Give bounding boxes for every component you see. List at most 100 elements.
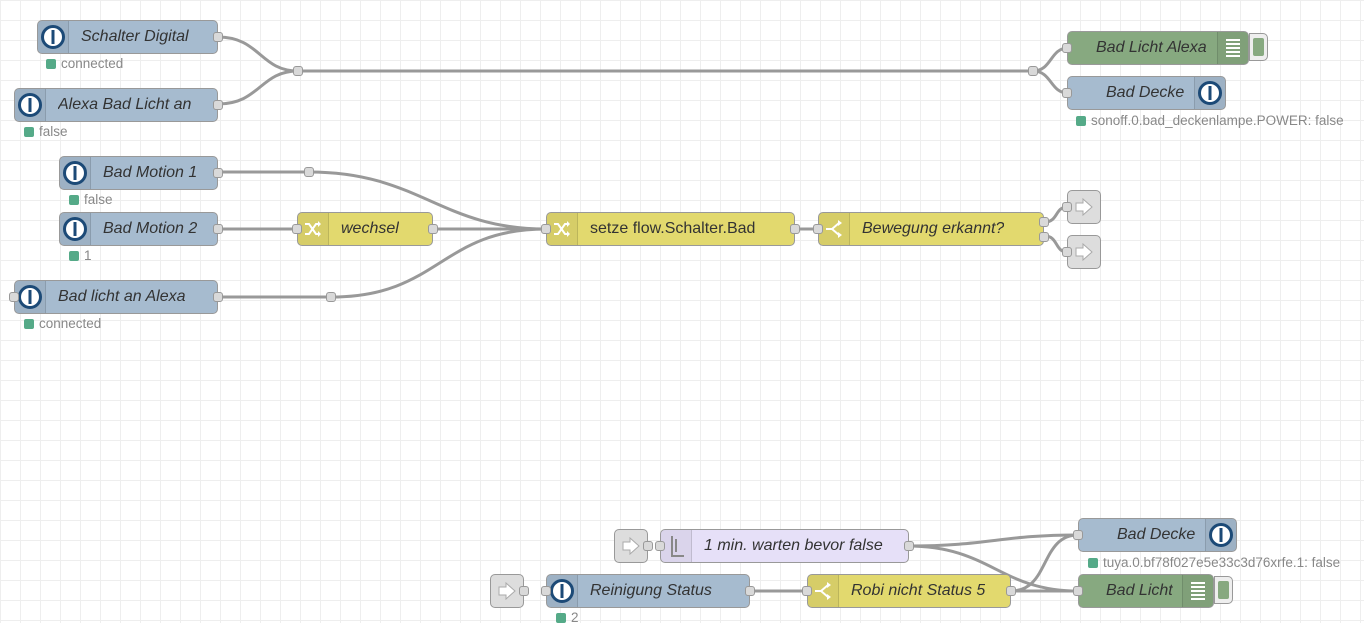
output-port[interactable] bbox=[213, 32, 223, 42]
output-port[interactable] bbox=[1039, 217, 1049, 227]
node-link-in[interactable] bbox=[490, 574, 529, 608]
node-reinigung-status[interactable]: Reinigung Status bbox=[541, 574, 755, 608]
status-dot bbox=[46, 59, 56, 69]
node-label: Bewegung erkannt? bbox=[862, 220, 1005, 237]
node-bad-licht-an-alexa[interactable]: Bad licht an Alexa bbox=[9, 280, 223, 314]
output-port[interactable] bbox=[904, 541, 914, 551]
node-robi-nicht-status-5[interactable]: Robi nicht Status 5 bbox=[802, 574, 1016, 608]
iobroker-icon bbox=[15, 89, 46, 121]
node-link-out[interactable] bbox=[1062, 190, 1101, 224]
node-status: connected bbox=[24, 316, 101, 331]
status-dot bbox=[69, 251, 79, 261]
delay-icon bbox=[661, 530, 692, 562]
node-bad-motion-1[interactable]: Bad Motion 1 bbox=[59, 156, 223, 190]
node-setze-flow-schalter-bad[interactable]: setze flow.Schalter.Bad bbox=[541, 212, 800, 246]
node-status: connected bbox=[46, 56, 123, 71]
node-bad-decke-top[interactable]: Bad Decke bbox=[1062, 76, 1226, 110]
wire bbox=[907, 544, 1079, 593]
output-port[interactable] bbox=[428, 224, 438, 234]
status-dot bbox=[1076, 116, 1086, 126]
input-port[interactable] bbox=[1062, 88, 1072, 98]
node-bad-licht-alexa[interactable]: Bad Licht Alexa bbox=[1062, 31, 1249, 65]
node-label: wechsel bbox=[341, 220, 399, 237]
iobroker-icon bbox=[60, 157, 91, 189]
node-bad-licht[interactable]: Bad Licht bbox=[1073, 574, 1214, 608]
node-label: Bad Licht Alexa bbox=[1096, 39, 1207, 56]
iobroker-icon bbox=[1205, 519, 1236, 551]
iobroker-icon bbox=[60, 213, 91, 245]
node-status: 2 bbox=[556, 610, 579, 625]
junction[interactable] bbox=[1028, 66, 1038, 76]
output-port[interactable] bbox=[213, 224, 223, 234]
node-label: Bad Motion 1 bbox=[103, 164, 198, 181]
wire bbox=[217, 69, 299, 106]
input-port[interactable] bbox=[813, 224, 823, 234]
status-dot bbox=[24, 319, 34, 329]
input-port[interactable] bbox=[1073, 586, 1083, 596]
output-port[interactable] bbox=[519, 586, 529, 596]
input-port[interactable] bbox=[1073, 530, 1083, 540]
junction[interactable] bbox=[293, 66, 303, 76]
change-icon bbox=[298, 213, 329, 245]
node-alexa-bad-licht-an[interactable]: Alexa Bad Licht an bbox=[14, 88, 223, 122]
junction[interactable] bbox=[304, 167, 314, 177]
node-wechsel[interactable]: wechsel bbox=[292, 212, 438, 246]
input-port[interactable] bbox=[9, 292, 19, 302]
node-status: false bbox=[24, 124, 68, 139]
link-in-icon bbox=[491, 575, 523, 607]
node-status: false bbox=[69, 192, 113, 207]
input-port[interactable] bbox=[655, 541, 665, 551]
output-port[interactable] bbox=[213, 292, 223, 302]
output-port[interactable] bbox=[790, 224, 800, 234]
input-port[interactable] bbox=[1062, 43, 1072, 53]
output-port[interactable] bbox=[213, 100, 223, 110]
switch-icon bbox=[819, 213, 850, 245]
node-label: Bad Licht bbox=[1106, 582, 1173, 599]
link-out-icon bbox=[1068, 191, 1100, 223]
node-delay-warten[interactable]: 1 min. warten bevor false bbox=[655, 529, 914, 563]
node-schalter-digital[interactable]: Schalter Digital bbox=[37, 20, 223, 54]
output-port[interactable] bbox=[1006, 586, 1016, 596]
debug-toggle-button[interactable] bbox=[1214, 576, 1233, 604]
wire bbox=[330, 227, 547, 299]
node-label: Bad Decke bbox=[1117, 526, 1196, 543]
node-label: setze flow.Schalter.Bad bbox=[590, 220, 756, 237]
debug-toggle-button[interactable] bbox=[1249, 33, 1268, 61]
node-bad-decke-bottom[interactable]: Bad Decke bbox=[1073, 518, 1237, 552]
wire bbox=[1010, 533, 1079, 593]
input-port[interactable] bbox=[802, 586, 812, 596]
status-dot bbox=[556, 613, 566, 623]
node-status: tuya.0.bf78f027e5e33c3d76xrfe.1: false bbox=[1088, 555, 1340, 570]
switch-icon bbox=[808, 575, 839, 607]
node-label: Bad Decke bbox=[1106, 84, 1185, 101]
input-port[interactable] bbox=[541, 586, 551, 596]
output-port[interactable] bbox=[745, 586, 755, 596]
input-port[interactable] bbox=[292, 224, 302, 234]
node-link-out[interactable] bbox=[1062, 235, 1101, 269]
debug-icon bbox=[1182, 575, 1213, 607]
node-label: Bad licht an Alexa bbox=[58, 288, 186, 305]
node-bewegung-erkannt[interactable]: Bewegung erkannt? bbox=[813, 212, 1049, 246]
node-label: Alexa Bad Licht an bbox=[58, 96, 192, 113]
iobroker-icon bbox=[15, 281, 46, 313]
output-port[interactable] bbox=[213, 168, 223, 178]
node-link-in[interactable] bbox=[614, 529, 653, 563]
debug-icon bbox=[1217, 32, 1248, 64]
iobroker-icon bbox=[38, 21, 69, 53]
iobroker-icon bbox=[547, 575, 578, 607]
output-port[interactable] bbox=[1039, 232, 1049, 242]
input-port[interactable] bbox=[541, 224, 551, 234]
input-port[interactable] bbox=[1062, 202, 1072, 212]
node-bad-motion-2[interactable]: Bad Motion 2 bbox=[59, 212, 223, 246]
iobroker-icon bbox=[1194, 77, 1225, 109]
input-port[interactable] bbox=[1062, 247, 1072, 257]
output-port[interactable] bbox=[643, 541, 653, 551]
node-label: 1 min. warten bevor false bbox=[704, 537, 883, 554]
node-label: Robi nicht Status 5 bbox=[851, 582, 986, 599]
link-out-icon bbox=[1068, 236, 1100, 268]
junction[interactable] bbox=[326, 292, 336, 302]
wire bbox=[308, 170, 547, 231]
node-label: Bad Motion 2 bbox=[103, 220, 198, 237]
wire bbox=[907, 533, 1079, 548]
